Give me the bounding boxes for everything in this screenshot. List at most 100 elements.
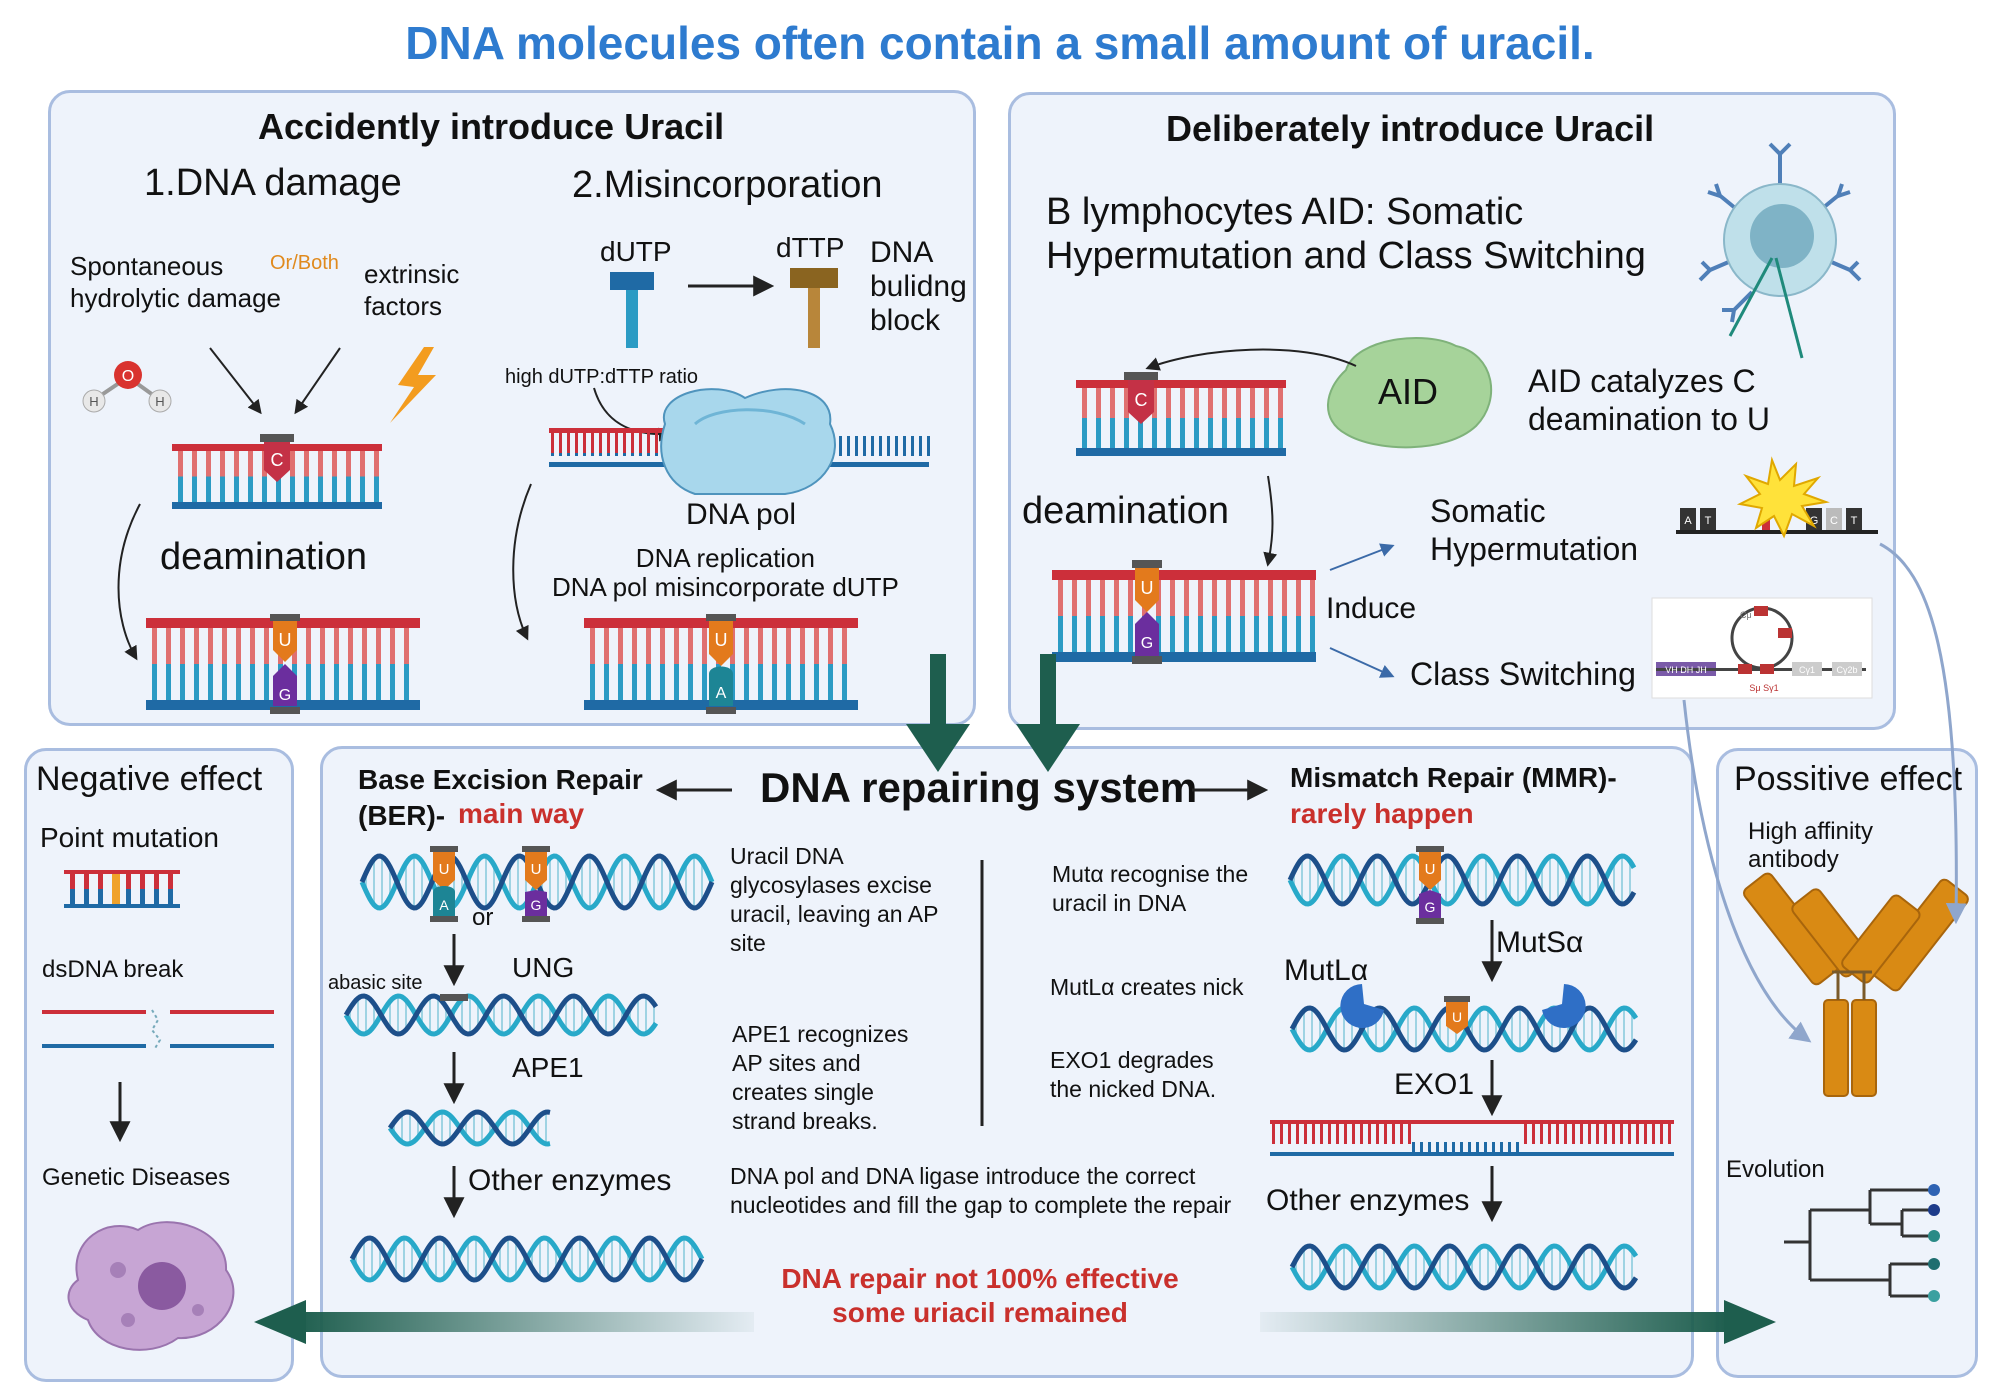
- helix-strand: [387, 1109, 551, 1147]
- strand-tick: [1384, 1124, 1387, 1144]
- dna-rung: [194, 628, 199, 664]
- positive-connectors: [1682, 542, 1967, 1043]
- ung-label: UNG: [512, 952, 575, 983]
- dna-rung: [1240, 580, 1245, 616]
- dna-rung: [360, 476, 365, 502]
- strand-tick: [1352, 1124, 1355, 1144]
- aid-enzyme-icon: AID: [1327, 337, 1493, 449]
- positive-heading: Possitive effect: [1734, 760, 1963, 798]
- dna-rung: [1114, 580, 1119, 616]
- strand-tick: [911, 436, 914, 456]
- dna-rung: [1096, 388, 1101, 418]
- dna-rung: [1082, 418, 1087, 448]
- dna-rung: [362, 628, 367, 664]
- abasic-marker: [440, 994, 468, 1001]
- ber-base-u-2: U: [531, 861, 542, 878]
- strand-tick: [1572, 1124, 1575, 1144]
- dna-rung: [786, 628, 791, 664]
- dna-rung: [786, 664, 791, 700]
- strand-tick: [1500, 1142, 1503, 1152]
- not-effective-label: DNA repair not 100% effective some uriac…: [781, 1263, 1179, 1328]
- dna-rung: [1222, 388, 1227, 418]
- other-enzymes-ber: Other enzymes: [468, 1164, 672, 1197]
- strand-tick: [1272, 1124, 1275, 1144]
- dna-rung: [1254, 616, 1259, 652]
- strand-tick: [1288, 1124, 1291, 1144]
- sequence-letter: A: [1684, 515, 1692, 527]
- dna-rung: [180, 628, 185, 664]
- dna-rung: [772, 664, 777, 700]
- strand-tick: [1596, 1124, 1599, 1144]
- dna-rung: [264, 664, 269, 700]
- dna-rung: [632, 664, 637, 700]
- dna-rung: [604, 664, 609, 700]
- exo1-label: EXO1: [1394, 1068, 1475, 1101]
- dna-rung: [1212, 580, 1217, 616]
- genetic-diseases-label: Genetic Diseases: [42, 1164, 231, 1191]
- dna-rung: [250, 628, 255, 664]
- dna-rung: [376, 664, 381, 700]
- dna-rung: [208, 628, 213, 664]
- dna-rung: [140, 874, 145, 889]
- strand-tick: [1516, 1142, 1519, 1152]
- dna-rung: [140, 889, 145, 904]
- page-title: DNA molecules often contain a small amou…: [405, 17, 1595, 69]
- strand-tick: [1412, 1142, 1415, 1152]
- somatic-hypermutation-label: Somatic Hypermutation: [1430, 493, 1639, 567]
- dna-rung: [1124, 388, 1129, 418]
- dna-rung: [306, 628, 311, 664]
- dna-rung: [1268, 616, 1273, 652]
- base-c-label-2: C: [1135, 390, 1148, 410]
- ber-base-u-1: U: [439, 861, 450, 878]
- dna-rung: [154, 889, 159, 904]
- sequence-block: [1826, 508, 1842, 530]
- helix-strand: [1289, 1243, 1639, 1291]
- dna-rung: [70, 874, 75, 889]
- dna-rung: [646, 664, 651, 700]
- dna-rung: [632, 628, 637, 664]
- dna-rung: [84, 874, 89, 889]
- dna-rung: [152, 664, 157, 700]
- dna-rung: [362, 664, 367, 700]
- dna-rung: [1296, 616, 1301, 652]
- dna-rung: [1296, 580, 1301, 616]
- strand-tick: [1524, 1124, 1527, 1144]
- water-o-label: O: [122, 368, 134, 385]
- mutsa-label: MutSα: [1496, 926, 1584, 959]
- dna-rung: [332, 476, 337, 502]
- point-mutation-label: Point mutation: [40, 822, 219, 853]
- dna-rung: [1086, 616, 1091, 652]
- dna-strand-c: C: [172, 434, 382, 509]
- dna-rung: [1250, 418, 1255, 448]
- dna-strand-ug-2: U G: [1052, 560, 1316, 664]
- dna-rung: [306, 664, 311, 700]
- dna-strand-c-2: C: [1076, 372, 1286, 456]
- strand-tick: [1548, 1124, 1551, 1144]
- strand-tick: [1320, 1124, 1323, 1144]
- dna-rung: [70, 889, 75, 904]
- dna-rung: [126, 889, 131, 904]
- strand-tick: [1336, 1124, 1339, 1144]
- other-enzymes-arrow-2: [1481, 1166, 1503, 1223]
- switch-vdj-label: VH DH JH: [1665, 665, 1707, 675]
- dna-rung: [1096, 418, 1101, 448]
- dna-rung: [1100, 580, 1105, 616]
- dna-rung: [320, 628, 325, 664]
- dna-rung: [168, 874, 173, 889]
- dttp-label: dTTP: [776, 232, 845, 263]
- mmr-base-g: G: [1425, 899, 1436, 915]
- strand-tick: [1452, 1142, 1455, 1152]
- antibody-label: High affinity antibody: [1748, 818, 1873, 873]
- strand-tick: [1660, 1124, 1663, 1144]
- accidental-heading: Accidently introduce Uracil: [258, 106, 725, 147]
- dna-rung: [178, 476, 183, 502]
- strand-tick: [551, 433, 554, 453]
- strand-tick: [639, 433, 642, 453]
- strand-tick: [1280, 1124, 1283, 1144]
- dna-rung: [206, 476, 211, 502]
- big-arrow-right: [1260, 1300, 1776, 1344]
- dna-strand-ug: U G: [146, 614, 420, 714]
- ber-desc-2: APE1 recognizes AP sites and creates sin…: [732, 1021, 909, 1134]
- dna-rung: [1250, 388, 1255, 418]
- dna-rung: [1058, 580, 1063, 616]
